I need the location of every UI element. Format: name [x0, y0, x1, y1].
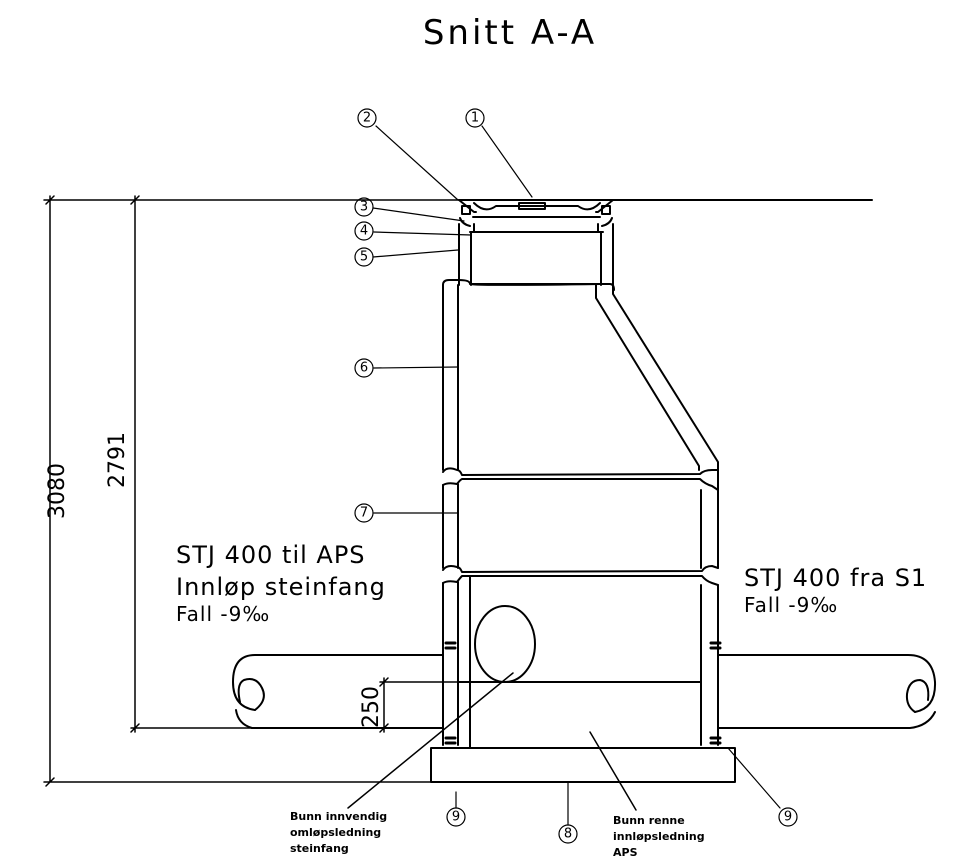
- callout-2: 2: [357, 108, 377, 128]
- svg-text:5: 5: [360, 250, 368, 265]
- middle-ring: [442, 467, 719, 569]
- dimension-total: 3080: [43, 195, 460, 787]
- base-slab: [430, 747, 736, 783]
- note-bottom-internal: Bunn innvendig omløpsledning steinfang: [290, 810, 387, 855]
- dimension-bottom-offset: 250: [359, 677, 459, 733]
- right-pipe: [717, 654, 937, 729]
- left-pipe-subtitle: Innløp steinfang: [176, 573, 386, 601]
- callout-leaders: [372, 125, 781, 826]
- callout-7: 7: [354, 503, 374, 523]
- right-pipe-title: STJ 400 fra S1: [744, 564, 927, 592]
- leader-bottom-internal: [347, 672, 514, 809]
- svg-text:APS: APS: [613, 846, 638, 859]
- callout-9-left: 9: [446, 807, 466, 827]
- svg-text:7: 7: [360, 506, 368, 521]
- svg-text:2791: 2791: [105, 432, 130, 488]
- manhole-cover: [458, 199, 614, 233]
- svg-text:9: 9: [452, 810, 460, 825]
- bypass-pipe: [474, 605, 536, 683]
- adjustment-ring: [458, 223, 614, 286]
- left-pipe-slope: Fall -9‰: [176, 602, 270, 626]
- callout-5: 5: [354, 247, 374, 267]
- svg-text:1: 1: [471, 111, 479, 126]
- svg-text:3080: 3080: [45, 463, 70, 519]
- svg-text:Bunn innvendig: Bunn innvendig: [290, 810, 387, 823]
- callout-1: 1: [465, 108, 485, 128]
- callout-3: 3: [354, 197, 374, 217]
- right-pipe-slope: Fall -9‰: [744, 593, 838, 617]
- cone-section: [442, 279, 719, 491]
- svg-text:innløpsledning: innløpsledning: [613, 830, 705, 843]
- left-pipe-title: STJ 400 til APS: [176, 541, 366, 569]
- left-pipe: [232, 654, 444, 729]
- svg-text:omløpsledning: omløpsledning: [290, 826, 381, 839]
- leader-channel-bottom: [589, 731, 637, 811]
- callout-4: 4: [354, 221, 374, 241]
- svg-text:3: 3: [360, 200, 368, 215]
- callout-9-right: 9: [778, 807, 798, 827]
- note-channel-bottom: Bunn renne innløpsledning APS: [613, 814, 705, 859]
- svg-text:steinfang: steinfang: [290, 842, 349, 855]
- svg-text:2: 2: [363, 111, 371, 126]
- bottom-ring: [442, 565, 719, 749]
- callout-6: 6: [354, 358, 374, 378]
- svg-text:6: 6: [360, 361, 368, 376]
- dimension-pipe-invert: 2791: [105, 195, 253, 733]
- svg-text:9: 9: [784, 810, 792, 825]
- section-title: Snitt A-A: [423, 13, 597, 53]
- svg-text:4: 4: [360, 224, 368, 239]
- callout-8: 8: [558, 824, 578, 844]
- svg-text:Bunn renne: Bunn renne: [613, 814, 685, 827]
- svg-text:250: 250: [359, 686, 384, 728]
- svg-text:8: 8: [564, 827, 572, 842]
- gasket-marks: [444, 641, 722, 745]
